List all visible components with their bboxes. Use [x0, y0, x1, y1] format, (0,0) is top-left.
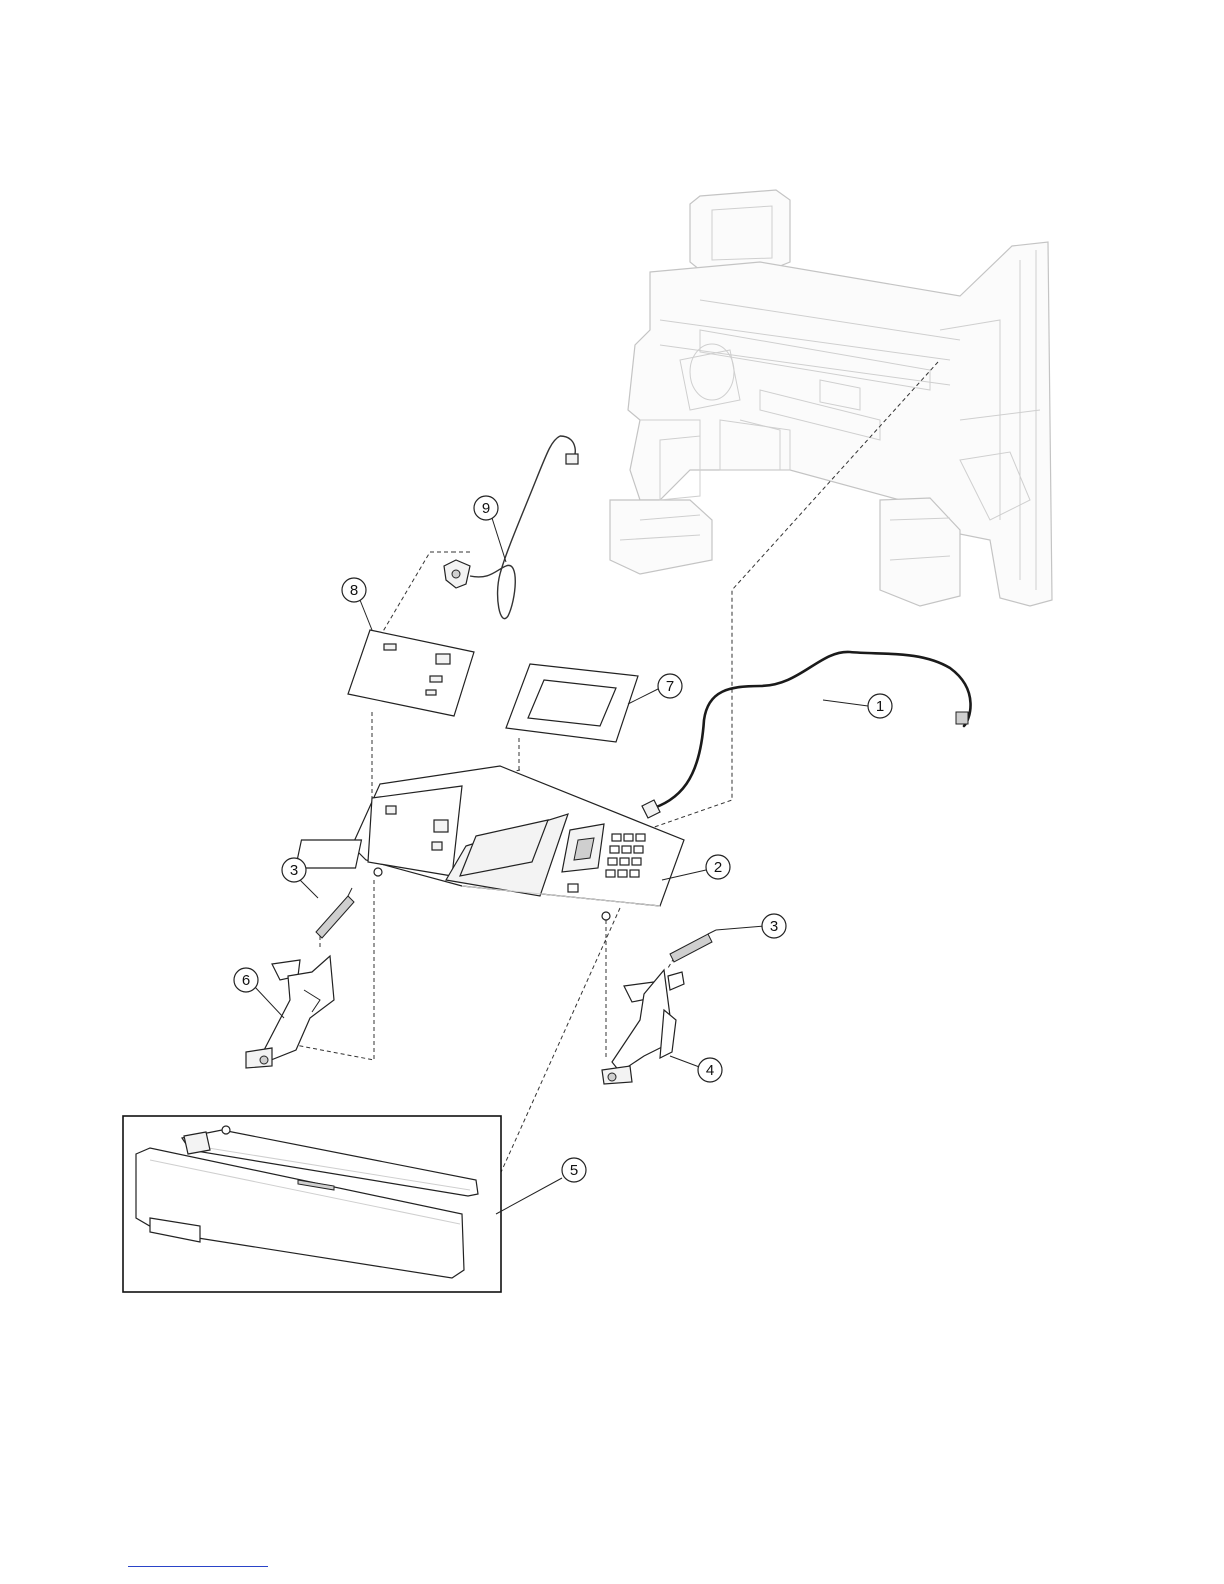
front-cover-inset	[123, 1116, 501, 1292]
callout-3-left-label: 3	[290, 862, 298, 879]
callout-8: 8	[342, 578, 366, 602]
callout-8-label: 8	[350, 582, 358, 599]
callout-4: 4	[698, 1058, 722, 1082]
printer-frame	[610, 190, 1052, 606]
spring-left	[316, 888, 354, 938]
display-bezel	[506, 664, 638, 742]
operator-panel-assembly	[296, 766, 684, 920]
callout-6-label: 6	[242, 972, 250, 989]
callout-5-label: 5	[570, 1162, 578, 1179]
callout-9: 9	[474, 496, 498, 520]
callout-4-label: 4	[706, 1062, 714, 1079]
hinge-right	[602, 970, 684, 1084]
button-plate	[348, 630, 474, 716]
callout-5: 5	[562, 1158, 586, 1182]
callout-9-label: 9	[482, 500, 490, 517]
callout-3-right: 3	[762, 914, 786, 938]
callout-1-label: 1	[876, 698, 884, 715]
footer-link-rule	[128, 1566, 268, 1567]
callout-6: 6	[234, 968, 258, 992]
sensor-with-cable	[444, 436, 578, 619]
control-panel-cable	[642, 652, 971, 818]
callout-1: 1	[868, 694, 892, 718]
callout-2-label: 2	[714, 859, 722, 876]
callout-2: 2	[706, 855, 730, 879]
spring-right	[670, 930, 716, 962]
hinge-left	[246, 956, 334, 1068]
callout-7: 7	[658, 674, 682, 698]
callout-3-right-label: 3	[770, 918, 778, 935]
callout-7-label: 7	[666, 678, 674, 695]
callout-3-left: 3	[282, 858, 306, 882]
